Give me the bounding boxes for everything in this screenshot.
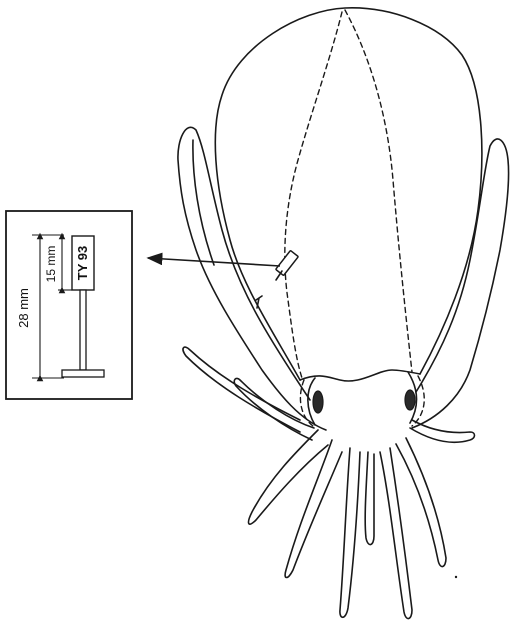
tag-shaft — [80, 290, 86, 370]
body-mark — [256, 296, 262, 308]
tag-inset: 28 mm 15 mm TY 93 — [6, 211, 132, 399]
dimension-28mm-label: 28 mm — [16, 288, 31, 328]
fin-outline-right — [345, 10, 412, 372]
squid-arms — [183, 347, 474, 618]
eye-right — [405, 390, 415, 410]
squid-head — [300, 370, 424, 428]
fin-outline-left — [285, 12, 342, 378]
eye-left — [313, 391, 323, 413]
dimension-15mm-label: 15 mm — [44, 246, 58, 283]
tentacle-left — [178, 127, 326, 430]
tag-anchor — [62, 370, 104, 377]
squid-mantle — [215, 8, 482, 380]
tag-code: TY 93 — [75, 246, 90, 280]
